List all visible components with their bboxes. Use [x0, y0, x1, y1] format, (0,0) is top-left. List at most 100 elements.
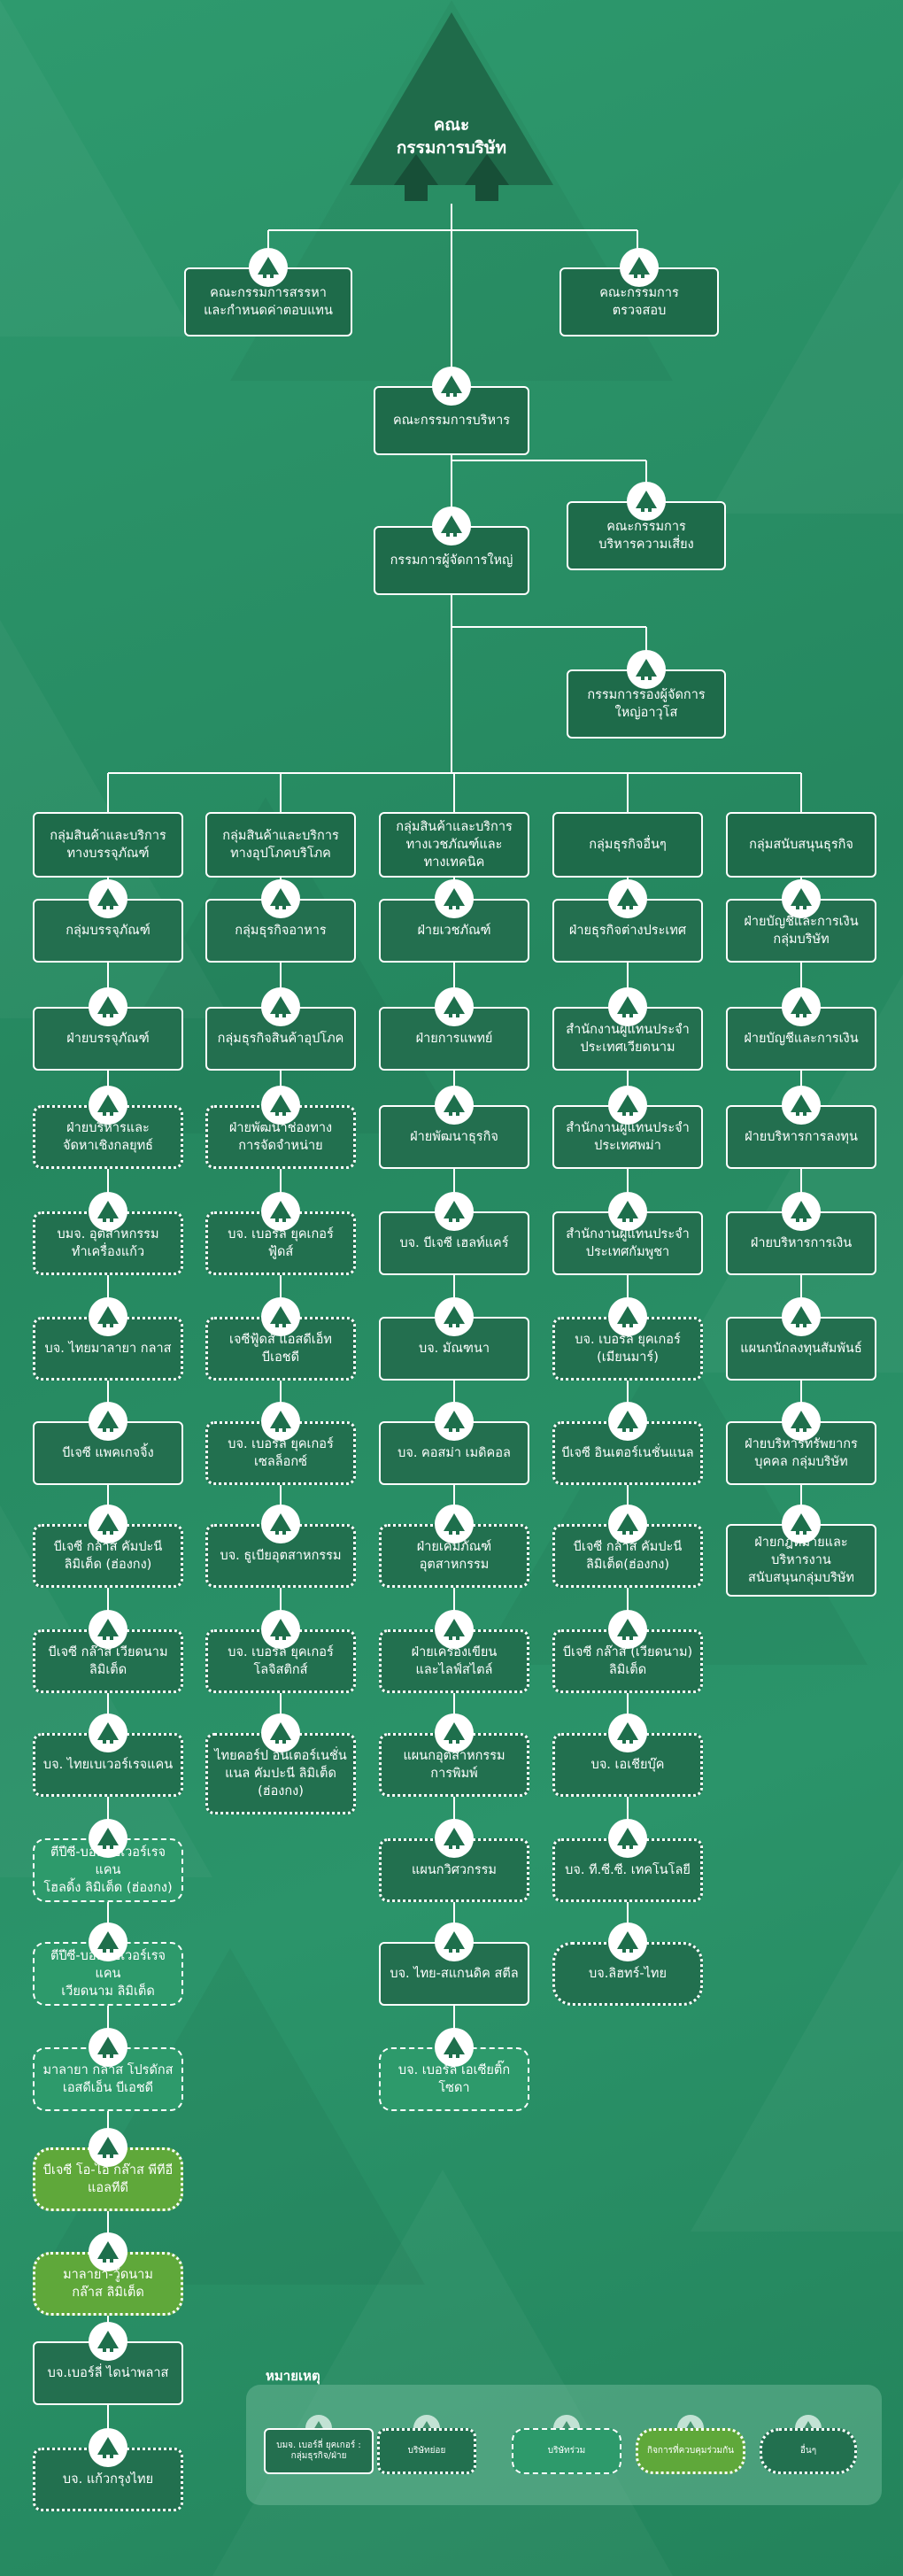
company-tree-logo-icon	[608, 1086, 647, 1125]
col2-item-7-text: และไลฟ์สไตล์	[415, 1663, 493, 1677]
col3-item-7-label: บีเจซี กล๊าส (เวียดนาม)ลิมิเต็ด	[563, 1644, 692, 1679]
company-tree-logo-icon	[782, 987, 821, 1026]
nomination-committee-box-text: คณะกรรมการสรรหา	[210, 286, 327, 300]
company-tree-logo-icon	[782, 1086, 821, 1125]
company-tree-logo-icon	[435, 1713, 474, 1752]
col3-item-6-text: ลิมิเต็ด(ฮ่องกง)	[585, 1558, 670, 1572]
company-tree-logo-icon	[620, 248, 659, 287]
col3-item-10-label: บจ.ลิฮทร์-ไทย	[589, 1965, 667, 1983]
col3-item-3-text: ประเทศกัมพูชา	[585, 1245, 670, 1259]
col0-item-7-text: บีเจซี กล๊าส เวียดนาม	[48, 1645, 168, 1659]
col0-item-11[interactable]: มาลายา กล๊าส โปรดักสเอสดีเอ็น บีเอชดี	[33, 2047, 183, 2111]
company-tree-logo-icon	[782, 1402, 821, 1441]
col3-item-7-text: ลิมิเต็ด	[608, 1663, 647, 1677]
col3-item-2-text: ประเทศพม่า	[594, 1139, 661, 1153]
col3-item-0-text: ฝ่ายธุรกิจต่างประเทศ	[568, 924, 687, 938]
col0-item-5-label: บีเจซี แพคเกจจิ้ง	[62, 1444, 154, 1462]
col0-item-1-text: ฝ่ายบรรจุภัณฑ์	[66, 1032, 150, 1046]
col2-item-11-label: บจ. เบอร์ลี่ เอเซียติ๊กโซดา	[398, 2062, 510, 2097]
col2-item-6[interactable]: ฝ่ายเคมีภัณฑ์อุตสาหกรรม	[379, 1524, 529, 1588]
legend-item-3: กิจการที่ควบคุมร่วมกัน	[636, 2428, 745, 2474]
column-header-2[interactable]: กลุ่มสินค้าและบริการทางเวชภัณฑ์และทางเทค…	[379, 812, 529, 878]
col3-item-10[interactable]: บจ.ลิฮทร์-ไทย	[552, 1942, 703, 2006]
audit-committee-box-label: คณะกรรมการตรวจสอบ	[599, 284, 679, 320]
col2-item-2-text: ฝ่ายพัฒนาธุรกิจ	[410, 1130, 498, 1144]
col3-item-3-text: สำนักงานผู้แทนประจำ	[566, 1227, 690, 1242]
col3-item-4[interactable]: บจ. เบอร์ลี่ ยุคเกอร์(เมียนมาร์)	[552, 1317, 703, 1381]
column-header-3[interactable]: กลุ่มธุรกิจอื่นๆ	[552, 812, 703, 878]
column-header-0-label: กลุ่มสินค้าและบริการทางบรรจุภัณฑ์	[50, 827, 166, 863]
company-tree-logo-icon	[782, 1192, 821, 1231]
company-tree-logo-icon	[89, 879, 127, 918]
col3-item-10-text: บจ.ลิฮทร์-ไทย	[589, 1967, 667, 1981]
col2-item-3-text: บจ. บีเจซี เฮลท์แคร์	[399, 1236, 509, 1250]
company-tree-logo-icon	[608, 879, 647, 918]
col3-item-5-text: บีเจซี อินเตอร์เนชั่นแนล	[561, 1446, 694, 1460]
col4-item-3-text: ฝ่ายบริหารการเงิน	[750, 1236, 853, 1250]
col0-item-6-text: ลิมิเต็ด (ฮ่องกง)	[64, 1558, 152, 1572]
col2-item-11[interactable]: บจ. เบอร์ลี่ เอเซียติ๊กโซดา	[379, 2047, 529, 2111]
company-tree-logo-icon	[608, 1713, 647, 1752]
col0-item-13[interactable]: มาลายา-วู้ดนามกล๊าส ลิมิเต็ด	[33, 2252, 183, 2316]
col3-item-6-text: บีเจซี กล๊าส คัมปะนี	[573, 1540, 683, 1554]
company-tree-logo-icon	[261, 1713, 300, 1752]
col2-item-8-label: แผนกอุตสาหกรรมการพิมพ์	[403, 1747, 505, 1783]
col3-item-1[interactable]: สำนักงานผู้แทนประจำประเทศเวียดนาม	[552, 1007, 703, 1071]
col4-item-5-label: ฝ่ายบริหารทรัพยากรบุคคล กลุ่มบริษัท	[745, 1435, 858, 1471]
president-box-label: กรรมการผู้จัดการใหญ่	[390, 552, 513, 569]
col3-item-4-label: บจ. เบอร์ลี่ ยุคเกอร์(เมียนมาร์)	[575, 1331, 681, 1366]
col3-item-4-text: บจ. เบอร์ลี่ ยุคเกอร์	[575, 1333, 681, 1347]
vp-box[interactable]: กรรมการรองผู้จัดการใหญ่อาวุโส	[567, 669, 726, 739]
company-tree-logo-icon	[608, 987, 647, 1026]
company-tree-logo-icon	[608, 1297, 647, 1336]
col1-item-1-text: กลุ่มธุรกิจสินค้าอุปโภค	[217, 1032, 344, 1046]
col3-item-3-label: สำนักงานผู้แทนประจำประเทศกัมพูชา	[566, 1226, 690, 1261]
column-header-1[interactable]: กลุ่มสินค้าและบริการทางอุปโภคบริโภค	[205, 812, 356, 878]
col0-item-12[interactable]: บีเจซี โอ-ไอ กล๊าส พีทีอีแอลทีดี	[33, 2147, 183, 2211]
col2-item-9-label: แผนกวิศวกรรม	[412, 1861, 497, 1879]
col2-item-7[interactable]: ฝ่ายเครื่องเขียนและไลฟ์สไตล์	[379, 1629, 529, 1693]
risk-committee-box-text: คณะกรรมการ	[606, 520, 686, 534]
board-title-line2: กรรมการบริษัท	[396, 138, 507, 158]
col2-item-1-text: ฝ่ายการแพทย์	[415, 1032, 493, 1046]
legend-item-text: บริษัทร่วม	[547, 2446, 586, 2456]
board-tree-icon	[350, 12, 553, 201]
company-tree-logo-icon	[782, 1505, 821, 1543]
col0-item-14[interactable]: บจ.เบอร์ลี่ ไดน่าพลาส	[33, 2341, 183, 2405]
col0-item-4-label: บจ. ไทยมาลายา กลาส	[45, 1340, 172, 1358]
col1-item-8-text: ไทยคอร์ป อินเตอร์เนชั่น	[214, 1749, 347, 1763]
col1-item-4[interactable]: เจซีฟู้ดส์ แอสดีเอ็ทบีเอชดี	[205, 1317, 356, 1381]
col0-item-13-text: กล๊าส ลิมิเต็ด	[72, 2286, 144, 2300]
col2-item-5-label: บจ. คอสม่า เมดิคอล	[397, 1444, 511, 1462]
audit-committee-box-text: ตรวจสอบ	[612, 304, 667, 318]
col0-item-12-text: บีเจซี โอ-ไอ กล๊าส พีทีอี	[42, 2163, 174, 2178]
col2-item-6-text: ฝ่ายเคมีภัณฑ์	[416, 1540, 492, 1554]
col1-item-0-label: กลุ่มธุรกิจอาหาร	[235, 922, 326, 940]
company-tree-logo-icon	[89, 1402, 127, 1441]
col0-item-10-text: เวียดนาม ลิมิเต็ด	[61, 1984, 155, 1999]
col4-item-6-text: สนับสนุนกลุ่มบริษัท	[748, 1571, 854, 1585]
company-tree-logo-icon	[261, 987, 300, 1026]
column-header-4[interactable]: กลุ่มสนับสนุนธุรกิจ	[726, 812, 876, 878]
col0-item-2-text: จัดหาเชิงกลยุทธ์	[62, 1139, 154, 1153]
column-header-4-label: กลุ่มสนับสนุนธุรกิจ	[749, 836, 853, 854]
col1-item-2[interactable]: ฝ่ายพัฒนาช่องทางการจัดจำหน่าย	[205, 1105, 356, 1169]
company-tree-logo-icon	[89, 1086, 127, 1125]
col4-item-2-text: ฝ่ายบริหารการลงทุน	[745, 1130, 858, 1144]
column-header-0[interactable]: กลุ่มสินค้าและบริการทางบรรจุภัณฑ์	[33, 812, 183, 878]
col1-item-7-text: บจ. เบอร์ลี่ ยุคเกอร์	[228, 1645, 334, 1659]
president-box-text: กรรมการผู้จัดการใหญ่	[390, 553, 513, 568]
col3-item-2-label: สำนักงานผู้แทนประจำประเทศพม่า	[566, 1119, 690, 1155]
company-tree-logo-icon	[435, 2028, 474, 2067]
column-header-4-text: กลุ่มสนับสนุนธุรกิจ	[749, 838, 853, 852]
company-tree-logo-icon	[89, 2028, 127, 2067]
legend-item-text: กิจการที่ควบคุมร่วมกัน	[647, 2446, 734, 2456]
col2-item-3[interactable]: บจ. บีเจซี เฮลท์แคร์	[379, 1211, 529, 1275]
col0-item-7-text: ลิมิเต็ด	[89, 1663, 127, 1677]
col0-item-4[interactable]: บจ. ไทยมาลายา กลาส	[33, 1317, 183, 1381]
col4-item-4[interactable]: แผนกนักลงทุนสัมพันธ์	[726, 1317, 876, 1381]
col2-item-7-label: ฝ่ายเครื่องเขียนและไลฟ์สไตล์	[412, 1644, 498, 1679]
column-header-2-text: ทางเทคนิค	[423, 855, 485, 870]
legend-item-label: อื่นๆ	[800, 2446, 816, 2456]
company-tree-logo-icon	[89, 1505, 127, 1543]
